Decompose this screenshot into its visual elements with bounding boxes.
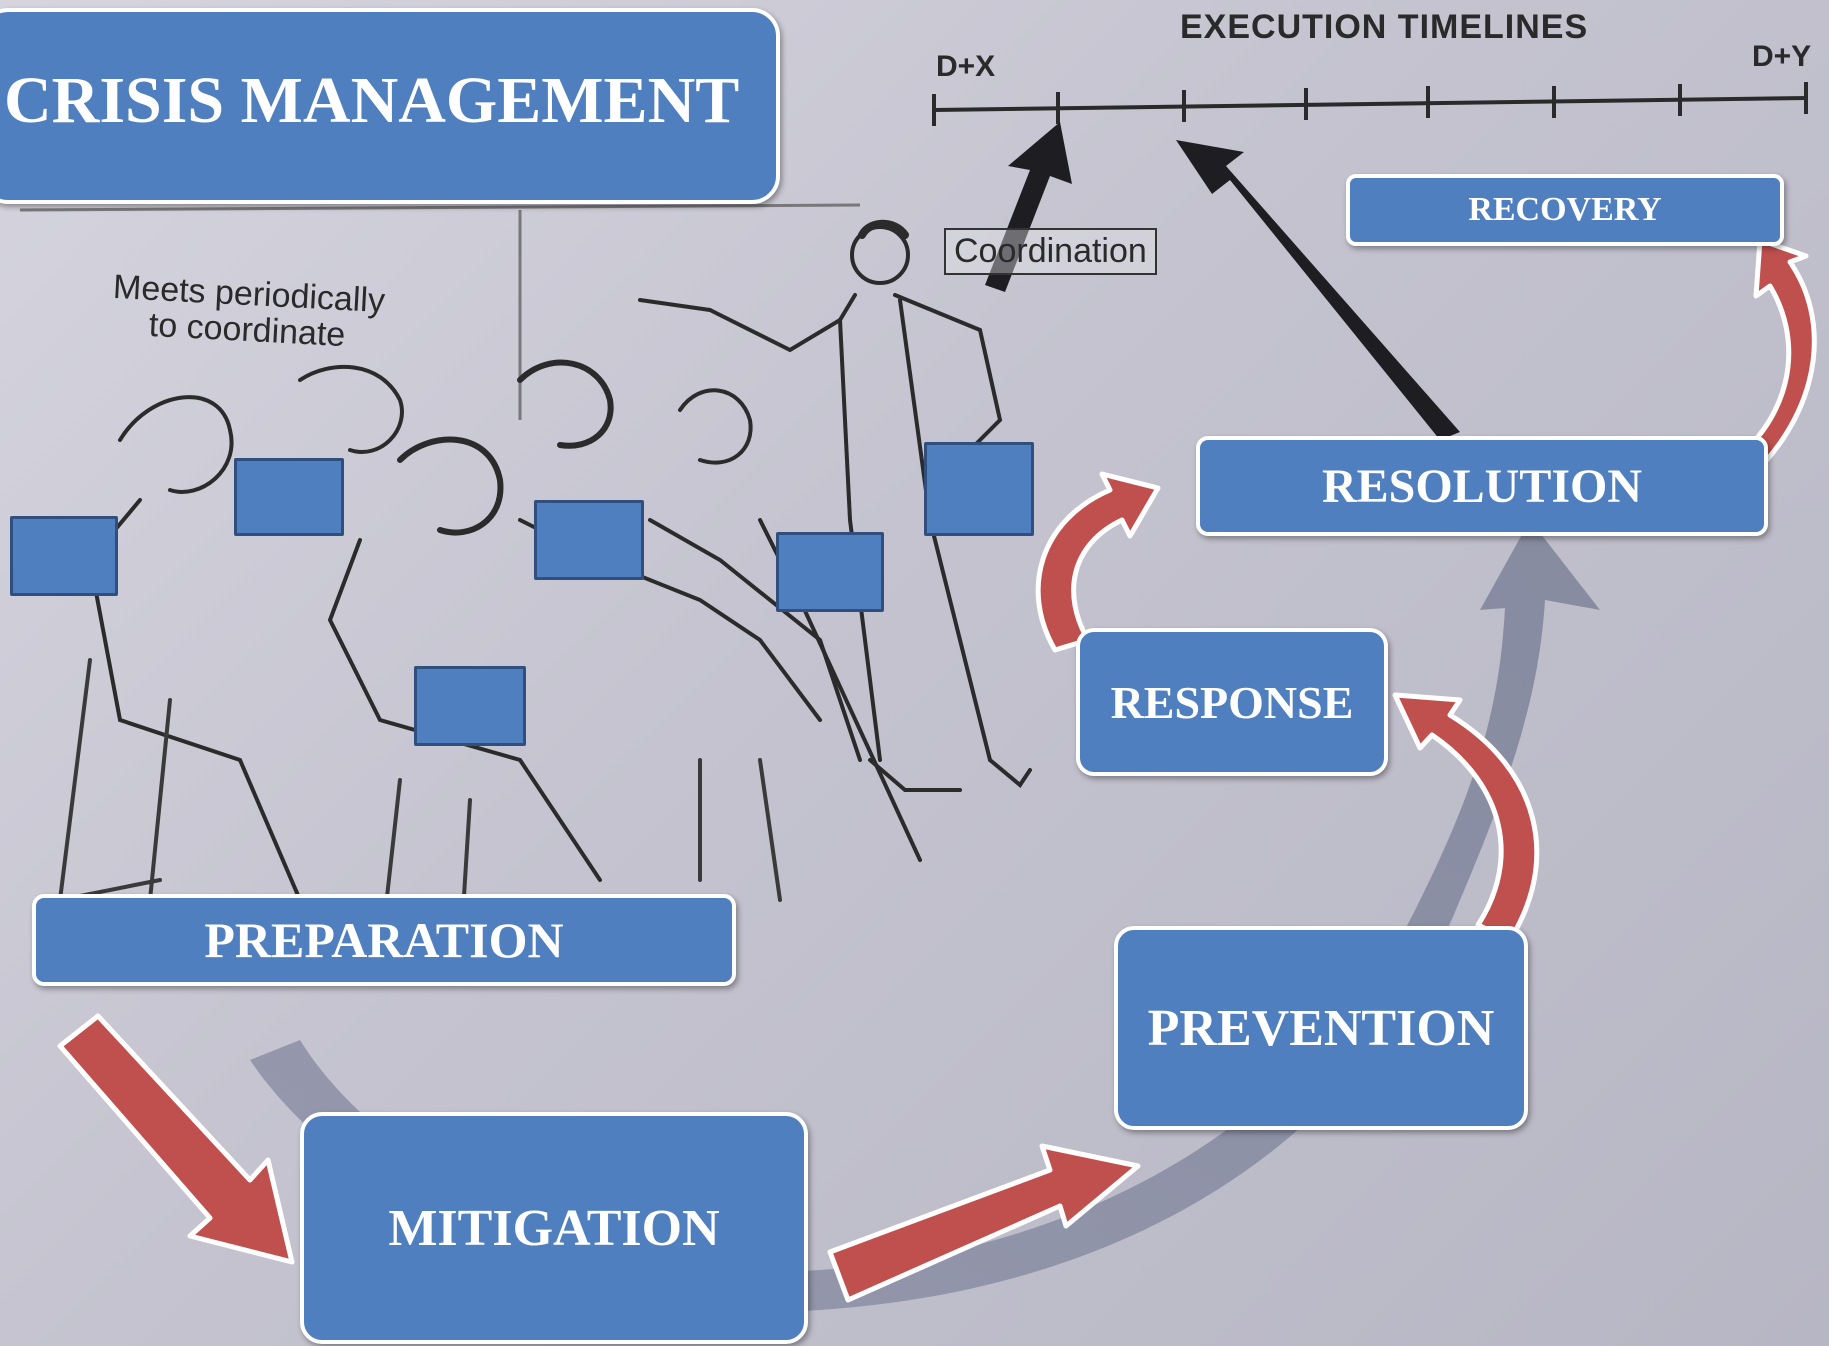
placeholder-square [924,442,1034,536]
placeholder-square [414,666,526,746]
timeline-axis [933,96,1809,112]
phase-recovery: RECOVERY [1346,174,1784,246]
process-arrows [57,237,1817,1303]
placeholder-square [534,500,644,580]
execution-timeline [932,82,1809,126]
timeline-end-label: D+Y [1752,40,1812,73]
black-arrow-left [985,122,1072,292]
phase-preparation: PREPARATION [32,894,736,986]
presenter-arm [708,308,842,353]
coordination-arrows [985,122,1460,440]
arrow-prevention-to-response [1392,692,1540,943]
pointer-stick [638,298,712,312]
arrow-preparation-to-mitigation [57,1013,295,1265]
timeline-heading: EXECUTION TIMELINES [1180,8,1589,46]
arrow-mitigation-to-prevention [827,1143,1141,1303]
whiteboard-frame [19,203,861,420]
arrow-response-to-resolution [1035,471,1161,653]
phase-response: RESPONSE [1076,628,1388,776]
page-title: CRISIS MANAGEMENT [0,8,780,204]
arrow-resolution-to-recovery [1745,237,1817,465]
phase-prevention: PREVENTION [1114,926,1528,1130]
meeting-caption: Meets periodically to coordinate [112,267,386,355]
coordination-label: Coordination [944,228,1157,275]
placeholder-square [776,532,884,612]
timeline-start-label: D+X [936,50,996,83]
phase-resolution: RESOLUTION [1196,436,1768,536]
placeholder-square [10,516,118,596]
placeholder-square [234,458,344,536]
phase-mitigation: MITIGATION [300,1112,808,1344]
black-arrow-right [1176,140,1460,440]
